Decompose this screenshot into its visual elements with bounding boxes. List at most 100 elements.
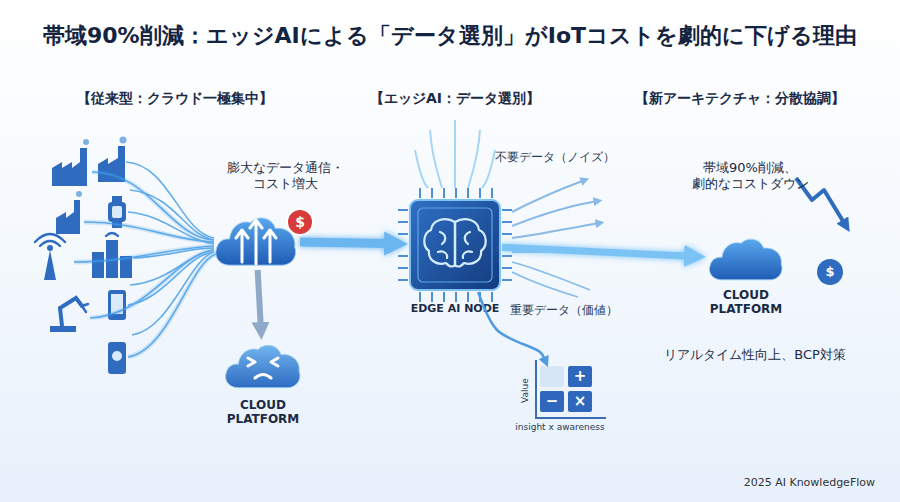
matrix-cell bbox=[540, 391, 564, 412]
data-stream bbox=[415, 150, 428, 188]
section-heading: 【新アーキテクチャ：分散協調】 bbox=[615, 90, 865, 108]
factory-icon bbox=[98, 146, 125, 182]
overloaded-cloud: CLOUD PLATFORM bbox=[222, 340, 304, 392]
matrix-symbol: + bbox=[568, 366, 592, 387]
currency-symbol: $ bbox=[288, 212, 312, 232]
building-icon bbox=[106, 240, 118, 278]
value-matrix: +−× bbox=[540, 366, 592, 412]
cloud-label: CLOUD PLATFORM bbox=[223, 398, 303, 426]
data-stream bbox=[90, 250, 214, 318]
cost-cloud-shape bbox=[212, 212, 300, 270]
smoke-icon bbox=[83, 139, 89, 145]
cloud-platform-shape bbox=[706, 234, 786, 284]
phone-icon bbox=[108, 342, 126, 374]
factory-icon bbox=[56, 200, 80, 234]
noise-arrow bbox=[512, 180, 585, 212]
smoke-icon bbox=[120, 137, 127, 144]
data-stream bbox=[130, 250, 214, 285]
cloud-shape bbox=[216, 218, 296, 265]
edge-label: 重要データ（価値） bbox=[508, 303, 620, 318]
flow-arrow bbox=[258, 270, 261, 323]
smoke-icon bbox=[76, 191, 82, 197]
data-stream bbox=[468, 130, 480, 188]
watch-icon bbox=[108, 202, 126, 222]
chip-pins bbox=[398, 210, 408, 280]
building-icon bbox=[92, 252, 104, 278]
chip-pins bbox=[420, 188, 492, 198]
robot-arm-base bbox=[50, 326, 76, 332]
edge-ai-chip-shape bbox=[408, 198, 502, 292]
phone-screen bbox=[112, 351, 122, 361]
cloud-platform: CLOUD PLATFORM bbox=[706, 234, 786, 284]
cost-cloud: 膨大なデータ通信・ コスト増大 bbox=[212, 212, 300, 270]
signal-wave bbox=[106, 233, 118, 236]
cloud-label: CLOUD PLATFORM bbox=[706, 288, 786, 316]
data-stream bbox=[512, 262, 590, 290]
building-icon bbox=[120, 256, 132, 278]
cost-badge bbox=[287, 209, 313, 235]
title-text: 帯域90%削減：エッジAIによる「データ選別」がIoTコストを劇的に下げる理由 bbox=[0, 22, 900, 50]
signal-wave bbox=[40, 241, 60, 246]
chip-pins bbox=[502, 210, 512, 280]
benefit-note: リアルタイム性向上、BCP対策 bbox=[655, 347, 855, 363]
cloud-shape bbox=[225, 345, 299, 387]
data-stream bbox=[90, 250, 214, 318]
coin-icon bbox=[817, 259, 843, 285]
data-stream bbox=[130, 190, 214, 240]
data-stream bbox=[84, 222, 214, 242]
watermark: 2025 AI KnowledgeFlow bbox=[725, 476, 875, 490]
chip-body bbox=[410, 200, 500, 290]
robot-arm-icon bbox=[60, 298, 82, 326]
data-stream bbox=[430, 130, 442, 188]
watch-strap bbox=[112, 222, 122, 228]
data-stream bbox=[92, 172, 214, 240]
data-stream bbox=[482, 150, 495, 188]
chip-label: EDGE AI NODE bbox=[385, 302, 525, 316]
cloud-caption: 膨大なデータ通信・ コスト増大 bbox=[214, 160, 356, 192]
data-stream bbox=[512, 272, 578, 297]
data-stream bbox=[132, 252, 214, 335]
matrix-symbol: × bbox=[568, 391, 592, 412]
matrix-cell bbox=[568, 366, 592, 387]
noise-label: 不要データ（ノイズ） bbox=[485, 150, 625, 165]
axis-label: Value bbox=[520, 371, 531, 411]
benefit-note: 帯域90%削減、 劇的なコストダウン bbox=[680, 160, 820, 192]
noise-arrow bbox=[512, 201, 598, 226]
data-stream bbox=[454, 120, 456, 188]
data-stream bbox=[128, 252, 214, 305]
flow-arrow bbox=[300, 242, 385, 244]
data-stream bbox=[126, 162, 214, 238]
axis-label: insight x awareness bbox=[505, 422, 615, 433]
section-heading: 【エッジAI：データ選別】 bbox=[345, 90, 565, 108]
data-stream bbox=[128, 212, 214, 244]
matrix-cell bbox=[568, 391, 592, 412]
watch-face bbox=[112, 206, 122, 218]
data-stream bbox=[92, 172, 214, 240]
antenna-icon bbox=[44, 250, 56, 280]
phone-icon bbox=[108, 290, 126, 320]
matrix-symbol: − bbox=[540, 391, 564, 412]
flow-arrow bbox=[478, 292, 544, 357]
matrix-cell bbox=[540, 366, 564, 387]
data-stream bbox=[128, 254, 216, 357]
data-stream bbox=[74, 246, 214, 262]
data-stream bbox=[84, 222, 214, 242]
chip-pins bbox=[420, 292, 492, 302]
edge-ai-chip: EDGE AI NODE bbox=[408, 198, 502, 292]
robot-arm-gripper bbox=[82, 304, 88, 312]
data-stream bbox=[512, 252, 690, 255]
section-heading: 【従来型：クラウド一極集中】 bbox=[55, 90, 295, 108]
flow-arrow bbox=[502, 247, 685, 256]
overloaded-cloud-shape bbox=[222, 340, 304, 392]
cloud-shape bbox=[709, 239, 782, 280]
matrix-axes bbox=[536, 360, 606, 418]
signal-wave bbox=[35, 234, 65, 242]
currency-symbol: $ bbox=[818, 262, 842, 282]
data-stream bbox=[134, 248, 214, 258]
antenna-icon bbox=[47, 245, 53, 251]
phone-screen bbox=[111, 294, 123, 314]
data-stream bbox=[128, 254, 216, 357]
noise-arrow bbox=[512, 223, 600, 238]
watch-strap bbox=[112, 196, 122, 202]
data-stream bbox=[74, 246, 214, 262]
